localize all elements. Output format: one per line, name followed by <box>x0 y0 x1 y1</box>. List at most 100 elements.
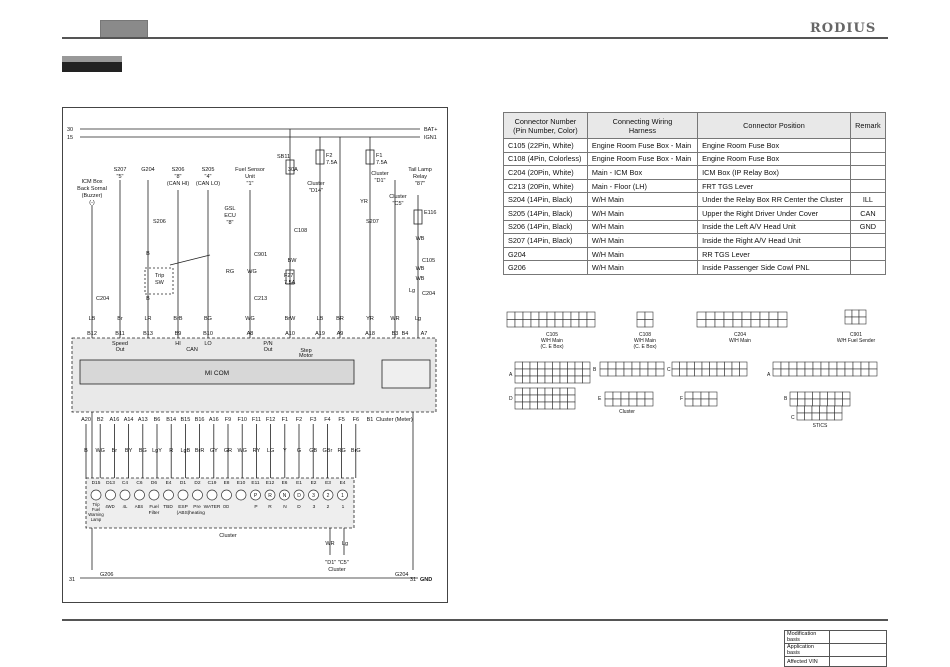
connector-pin <box>696 319 707 328</box>
wire-color-bottom: GB <box>309 448 317 454</box>
connector-pin <box>586 319 596 328</box>
connector-pin <box>529 394 538 403</box>
trip-sw-label: SW <box>155 280 165 286</box>
wire-color-top: Lg <box>415 316 421 322</box>
ground-number: 31 <box>69 577 75 583</box>
connector-pin <box>731 361 740 370</box>
connector-pin <box>812 391 821 400</box>
warning-lamp-icon <box>119 489 131 501</box>
s207-label: "5" <box>117 174 124 180</box>
icm-box-label: Back Sornal <box>77 186 107 192</box>
lamp-pin: E1 <box>296 480 302 486</box>
out-target-label: Cluster <box>328 567 346 573</box>
sb11-label: SB11 <box>277 154 290 160</box>
connector-row-letter: A <box>767 372 771 378</box>
connector-pin <box>544 401 553 410</box>
wiring-diagram-frame <box>62 107 448 603</box>
lamp-label: Filter <box>149 510 160 516</box>
connector-row-letter: A <box>509 372 513 378</box>
connector-pin <box>644 311 654 320</box>
connector-pin <box>723 311 734 320</box>
connector-pin <box>636 398 646 407</box>
connector-pin <box>586 311 596 320</box>
connector-pin <box>868 361 878 370</box>
connector-pin <box>546 319 556 328</box>
lamp-label: 3 <box>313 504 316 510</box>
connector-pin <box>759 311 770 320</box>
lamp-pin: E12 <box>266 480 275 486</box>
fuse-30a-label: 30A <box>288 167 298 173</box>
pin-top: B12 <box>87 331 97 337</box>
connector-pin <box>570 311 580 320</box>
connector-pin <box>844 309 853 318</box>
connector-pin <box>796 368 806 377</box>
module-label: Step <box>300 348 311 354</box>
warning-lamp-icon <box>105 489 116 501</box>
col-position: Connector Position <box>697 112 851 139</box>
pin-top: B11 <box>115 331 124 337</box>
connector-pin <box>514 387 523 396</box>
connector-pin <box>732 319 743 328</box>
pin-bottom: B2 <box>97 417 104 423</box>
module-label: Out <box>116 347 125 353</box>
f27-label: F27 <box>284 273 293 279</box>
module-label: Motor <box>299 353 313 359</box>
rail-label: IGN1 <box>424 135 437 141</box>
connector-pin <box>647 368 657 377</box>
connector-caption: W/H Main <box>541 338 563 344</box>
wire-color-top: YR <box>366 316 374 322</box>
connector-pin <box>514 401 523 410</box>
wire-color-bottom: Y <box>283 448 287 454</box>
connector-pin <box>623 361 633 370</box>
pin-top: B13 <box>143 331 153 337</box>
connector-pin <box>858 309 867 318</box>
pin-bottom: A20 <box>81 417 91 423</box>
pin-top: A19 <box>315 331 325 337</box>
pin-bottom: B6 <box>154 417 161 423</box>
connector-pin <box>537 394 546 403</box>
rail-number: 30 <box>67 127 73 133</box>
out-wire-label: WR <box>325 541 334 547</box>
header-rule <box>62 37 888 39</box>
connector-pin <box>607 361 617 370</box>
icm-box-label: (Buzzer) <box>82 193 103 199</box>
warning-lamp-icon <box>221 489 232 501</box>
connector-pin <box>750 311 761 320</box>
wire-color-bottom: WG <box>237 448 246 454</box>
connector-pin <box>812 361 822 370</box>
connector-pin <box>514 375 523 384</box>
connector-pin <box>739 368 748 377</box>
wire-color-bottom: LG <box>267 448 274 454</box>
connector-pin <box>567 401 576 410</box>
pin-top: B9 <box>175 331 182 337</box>
lamp-pin: E4 <box>166 480 172 486</box>
connector-pin <box>796 361 806 370</box>
lamp-pin: E6 <box>282 480 288 486</box>
connector-pin <box>529 368 538 377</box>
connector-pin <box>554 319 564 328</box>
c108-label: C108 <box>294 228 307 234</box>
connector-pin <box>636 319 646 328</box>
connector-pin <box>636 391 646 400</box>
tail-lamp-relay-label: Relay <box>413 174 427 180</box>
connector-pin <box>679 361 688 370</box>
connector-pin <box>811 412 820 421</box>
connector-pin <box>514 311 524 320</box>
warning-lamp-icon <box>177 489 189 501</box>
warning-lamp-icon <box>250 489 261 501</box>
wire-color-top: WR <box>390 316 399 322</box>
brand-logo: RODIUS <box>810 21 877 36</box>
pin-top: A10 <box>285 331 295 337</box>
connector-pin <box>851 309 860 318</box>
connector-pin <box>671 361 680 370</box>
connector-pin <box>567 361 576 370</box>
fuel-sensor-label: "1" <box>247 181 254 187</box>
cluster-d1-label: Cluster <box>371 171 389 177</box>
lamp-label: D <box>297 504 301 510</box>
lamp-pin: C6 <box>136 480 142 486</box>
c204-right-label: C204 <box>422 291 435 297</box>
connector-pin <box>750 319 761 328</box>
connector-pin <box>842 391 851 400</box>
tail-lamp-relay-label: "87" <box>415 181 425 187</box>
